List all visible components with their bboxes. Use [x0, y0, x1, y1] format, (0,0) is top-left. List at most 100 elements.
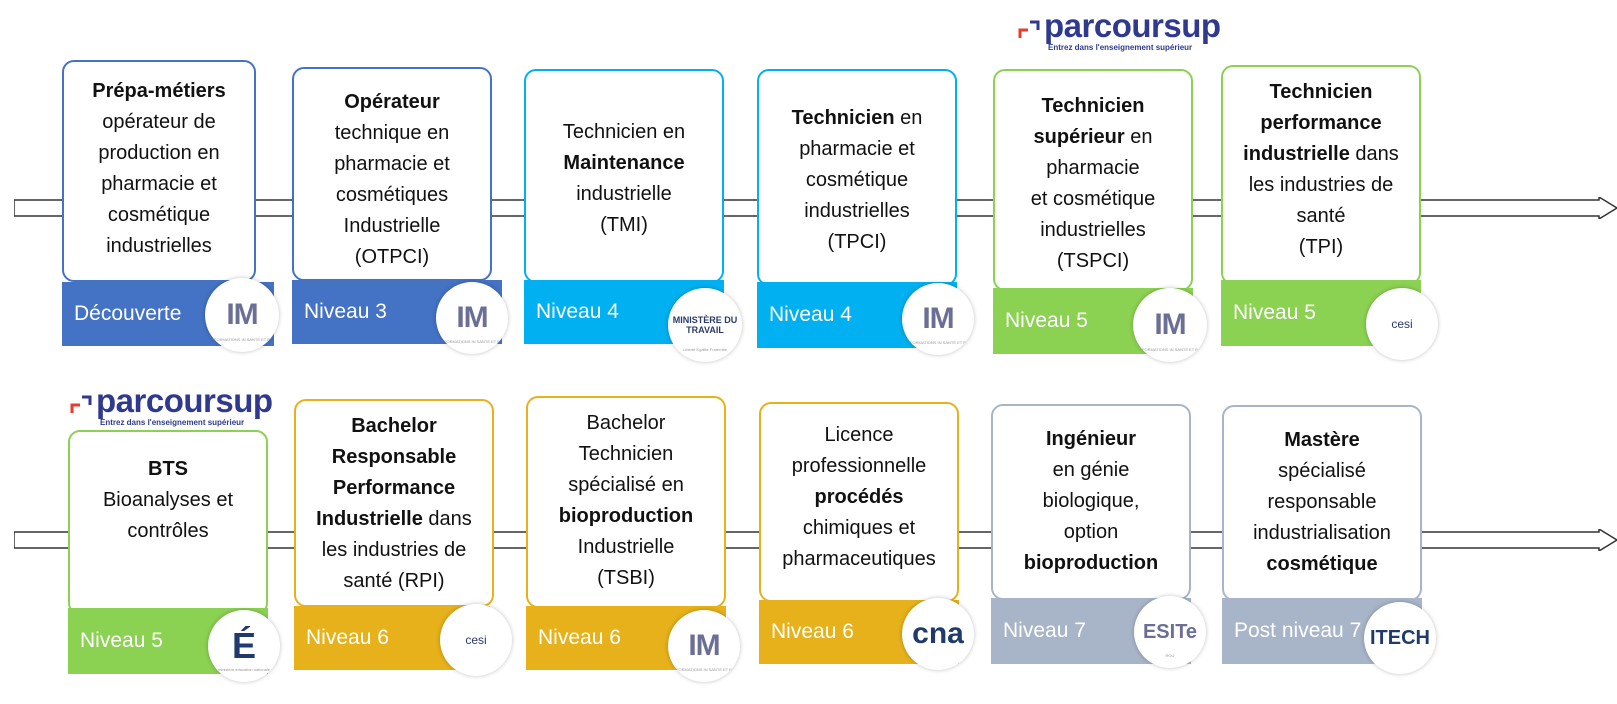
program-title-line: Technicien en — [562, 121, 686, 143]
program-title-line: performance — [1223, 108, 1419, 139]
seal-subtext: FORMATIONS IN SANTÉ ET B — [444, 339, 500, 344]
parcoursup-arrow-icon — [70, 395, 92, 413]
program-title-line: Maintenance — [526, 148, 722, 179]
program-title-line: les industries de — [1248, 174, 1394, 196]
program-title-line: Bioanalyses et — [102, 489, 234, 511]
program-title-bold: Technicien — [1041, 95, 1145, 117]
seal-text: ESITe — [1142, 620, 1198, 643]
program-title-line: cosmétique — [805, 169, 909, 191]
program-title-line: (TMI) — [600, 214, 648, 236]
program-title-line: contrôles — [127, 520, 209, 542]
cesi-icon: cesi — [1366, 288, 1438, 360]
program-title-line: procédés — [761, 482, 957, 513]
program-title-line: Licence — [824, 424, 894, 446]
program-title-line: BTS — [70, 454, 266, 485]
program-title-line: Technicien — [578, 443, 674, 465]
seal-text: IM — [1154, 308, 1186, 341]
program-title-line: supérieur en — [1033, 126, 1153, 148]
seal-text: IM — [688, 629, 720, 662]
program-title-line: professionnelle — [791, 455, 927, 477]
program-title-line: bioproduction — [528, 501, 724, 532]
program-title-bold: BTS — [148, 458, 188, 480]
program-title-line: cosmétiques — [335, 184, 449, 206]
parcoursup-logo-bottom: parcoursup Entrez dans l'enseignement su… — [70, 384, 273, 427]
program-title-bold: Bachelor — [351, 415, 437, 437]
parcoursup-brand: parcoursup — [1044, 7, 1221, 44]
im-icon: IM FORMATIONS IN SANTÉ ET B — [1133, 288, 1207, 362]
program-title-line: option — [1063, 521, 1119, 543]
seal-text: IM — [456, 301, 488, 334]
program-title-bold: supérieur — [1033, 126, 1125, 148]
program-title-line: santé — [1296, 205, 1346, 227]
row2-card-4: Licence professionnelle procédés chimiques … — [759, 402, 959, 602]
program-title-line: chimiques et — [802, 517, 916, 539]
program-title-line: Bachelor — [296, 411, 492, 442]
program-title: Licence professionnelle procédés chimiques … — [761, 420, 957, 575]
program-title-bold: procédés — [814, 486, 904, 508]
program-title-line: production en — [98, 142, 220, 164]
program-title-line: (TSBI) — [597, 567, 655, 589]
program-title-bold: Prépa-métiers — [92, 80, 226, 102]
program-title-line: pharmacie et — [799, 138, 915, 160]
program-title-line: technique en — [334, 122, 450, 144]
program-title-line: Technicien — [1223, 77, 1419, 108]
program-title-line: industrielle dans — [1243, 143, 1399, 165]
program-title-bold: Responsable — [331, 446, 457, 468]
itech-icon: ITECH — [1364, 602, 1436, 674]
program-title-line: Responsable — [296, 442, 492, 473]
parcoursup-tagline: Entrez dans l'enseignement supérieur — [100, 418, 245, 427]
cnam-icon: cna — [902, 598, 974, 670]
program-title-line: responsable — [1267, 491, 1377, 513]
program-title-bold: Mastère — [1284, 429, 1360, 451]
cesi-icon: cesi — [440, 604, 512, 676]
program-title-line: Industrielle — [343, 215, 441, 237]
im-icon: IM FORMATIONS IN SANTÉ ET B — [436, 282, 508, 354]
program-title-line: industrialisation — [1253, 522, 1391, 544]
program-title-line: Mastère — [1224, 425, 1420, 456]
program-title-bold: Maintenance — [563, 152, 685, 174]
seal-text: cesi — [465, 633, 487, 647]
seal-subtext: FORMATIONS IN SANTÉ ET B — [676, 667, 732, 672]
program-title-line: bioproduction — [993, 548, 1189, 579]
program-title-line: (TPCI) — [827, 231, 887, 253]
program-title-line: Industrielle dans — [316, 508, 472, 530]
program-title-line: Opérateur — [294, 87, 490, 118]
program-title-line: Industrielle — [577, 536, 675, 558]
seal-text: MINISTÈRE DU TRAVAIL — [672, 315, 738, 335]
program-title-line: Bachelor — [586, 412, 666, 434]
seal-subtext: FORMATIONS IN SANTÉ ET B — [1142, 347, 1198, 352]
program-title-line: Ingénieur — [993, 424, 1189, 455]
program-title-line: opérateur de — [102, 111, 216, 133]
program-title-line: Technicien en — [791, 107, 923, 129]
seal-text: IM — [922, 302, 954, 335]
seal-text: cesi — [1391, 317, 1413, 331]
program-title-bold: cosmétique — [1266, 553, 1378, 575]
program-title-bold: Technicien — [791, 107, 895, 129]
parcoursup-tagline: Entrez dans l'enseignement supérieur — [1048, 43, 1193, 52]
seal-text: ITECH — [1370, 626, 1430, 649]
row2-card-1: BTS Bioanalyses et contrôles — [68, 430, 268, 615]
program-title-line: pharmacie — [1046, 157, 1140, 179]
seal-subtext: Liberté Égalité Fraternité — [683, 347, 727, 352]
program-title-line: Performance — [296, 473, 492, 504]
program-title-line: Technicien — [995, 91, 1191, 122]
program-title-line: industrielles — [1040, 219, 1146, 241]
program-title-line: pharmaceutiques — [782, 548, 936, 570]
row1-card-6: Technicien performance industrielle dans le… — [1221, 65, 1421, 285]
program-title: BTS Bioanalyses et contrôles — [70, 454, 266, 547]
program-title-bold: bioproduction — [1023, 552, 1159, 574]
program-title: Technicien performance industrielle dans le… — [1223, 77, 1419, 263]
program-title-bold: performance — [1260, 112, 1382, 134]
